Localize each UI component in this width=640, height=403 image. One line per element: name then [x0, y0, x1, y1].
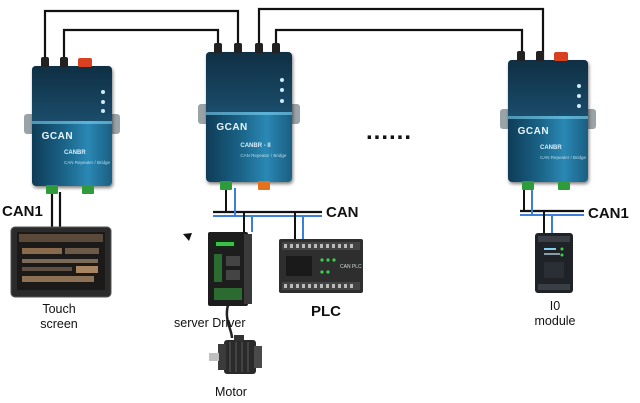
rj45-port — [41, 57, 49, 67]
label-io-module: I0 module — [520, 299, 590, 329]
label-motor: Motor — [215, 385, 247, 399]
rj45-port — [60, 57, 68, 67]
wire-top-inner-left — [62, 28, 220, 66]
connector-marker — [183, 233, 192, 241]
gateway-brand: GCAN — [41, 130, 74, 142]
label-touch-screen-line2: screen — [40, 317, 78, 331]
rj45-port — [234, 43, 242, 53]
label-touch-screen: Touch screen — [24, 302, 94, 332]
more-gateways-ellipsis: ...... — [366, 118, 413, 145]
power-connector — [78, 58, 92, 67]
wire-driver-motor — [225, 304, 234, 339]
can-terminal — [82, 185, 94, 194]
status-led — [280, 78, 285, 82]
label-io-module-line2: module — [534, 314, 576, 328]
gateway-brand: GCAN — [517, 125, 550, 137]
label-can1-left: CAN1 — [2, 203, 43, 220]
status-led — [100, 109, 105, 114]
servo-driver-device — [208, 232, 252, 306]
gateway-middle: GCAN CANBR - II CAN Repeater / Bridge — [198, 43, 300, 190]
rj45-port — [272, 43, 280, 53]
label-touch-screen-line1: Touch — [42, 302, 76, 316]
gateway-subtitle: CAN Repeater / Bridge — [240, 153, 287, 159]
label-can1-right: CAN1 — [588, 205, 629, 222]
power-terminal — [258, 181, 270, 190]
gateway-brand: GCAN — [216, 122, 248, 134]
plc-model-text: CAN PLC — [340, 264, 362, 270]
label-plc: PLC — [311, 303, 341, 320]
label-server-driver: server Driver — [174, 316, 246, 330]
label-io-module-line1: I0 — [549, 299, 561, 313]
motor-device — [209, 335, 262, 374]
gateway-model: CANBR — [64, 150, 86, 156]
can-terminal — [558, 181, 570, 190]
label-can-mid: CAN — [326, 204, 359, 221]
status-led — [576, 94, 581, 99]
rj45-port — [255, 43, 263, 53]
can-terminal — [220, 181, 232, 190]
gateway-stripe — [32, 121, 112, 125]
gateway-top-panel — [206, 52, 292, 112]
wire-top-inner-right — [274, 28, 524, 60]
status-led — [576, 103, 581, 108]
status-led — [100, 90, 105, 94]
gateway-top-panel — [508, 60, 588, 117]
can-terminal — [46, 185, 58, 194]
gateway-subtitle: CAN Repeater / Bridge — [64, 159, 111, 165]
can-terminal — [522, 181, 534, 190]
power-connector — [554, 52, 568, 61]
status-led — [576, 84, 581, 89]
gateway-top-panel — [32, 66, 112, 122]
gateway-model: CANBR — [540, 145, 562, 152]
plc-device: CAN PLC — [279, 239, 363, 293]
gateway-model: CANBR - II — [240, 143, 271, 149]
wire-top-outer-right — [257, 7, 545, 60]
gateway-stripe — [206, 111, 292, 115]
gateway-stripe — [508, 116, 588, 120]
status-led — [280, 98, 285, 103]
gateway-subtitle: CAN Repeater / Bridge — [540, 155, 587, 161]
io-module-device — [535, 233, 573, 293]
rj45-port — [517, 51, 525, 61]
rj45-port — [536, 51, 544, 61]
gateway-right: GCAN CANBR CAN Repeater / Bridge — [500, 51, 596, 190]
gateway-left: GCAN CANBR CAN Repeater / Bridge — [24, 57, 120, 194]
status-led — [280, 88, 285, 93]
status-led — [100, 99, 105, 104]
touch-screen-device — [10, 226, 112, 298]
wire-top-outer-left — [43, 9, 240, 66]
rj45-port — [214, 43, 222, 53]
